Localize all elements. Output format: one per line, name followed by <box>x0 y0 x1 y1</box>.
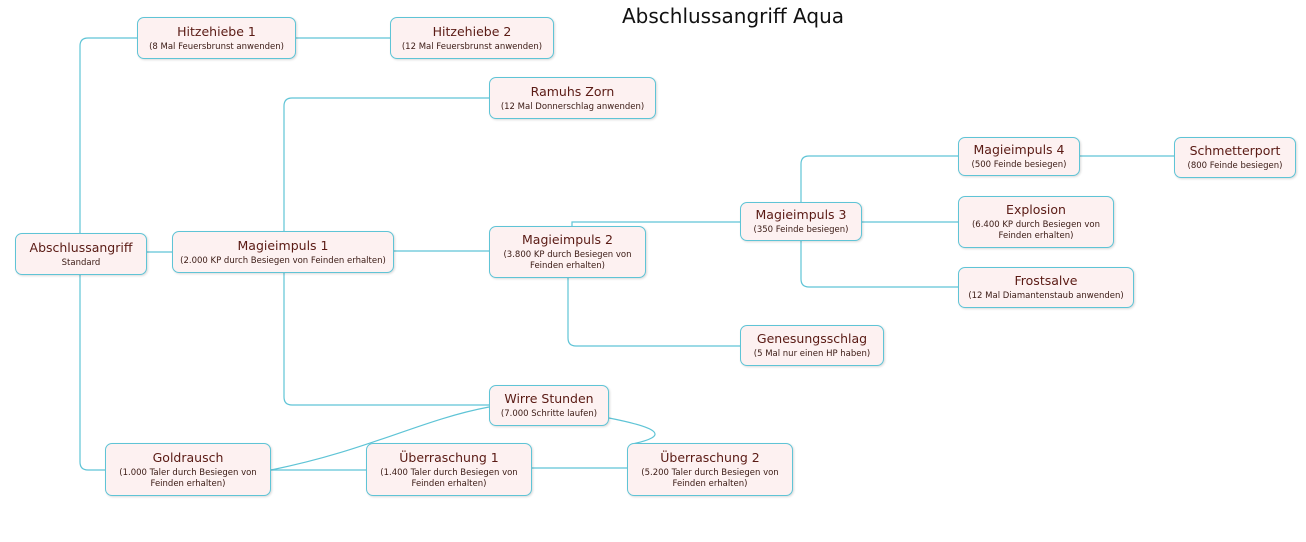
link-wirre-ueber2 <box>608 417 656 445</box>
node-ueberraschung-2[interactable]: Überraschung 2 (5.200 Taler durch Besieg… <box>627 443 793 496</box>
node-explosion[interactable]: Explosion (6.400 KP durch Besiegen von F… <box>958 196 1114 248</box>
node-requirement: (6.400 KP durch Besiegen von Feinden erh… <box>971 220 1101 241</box>
node-requirement: (8 Mal Feuersbrunst anwenden) <box>149 41 284 52</box>
node-title: Hitzehiebe 2 <box>432 23 512 39</box>
node-title: Genesungsschlag <box>756 331 868 346</box>
link-mi3-mi4 <box>800 155 958 202</box>
node-title: Magieimpuls 1 <box>237 237 329 253</box>
node-requirement: (5 Mal nur einen HP haben) <box>753 349 871 359</box>
link-abschluss-hitze1 <box>79 37 137 233</box>
link-mi1-ramuh <box>283 97 489 231</box>
node-requirement: (500 Feinde besiegen) <box>971 160 1067 170</box>
node-ueberraschung-1[interactable]: Überraschung 1 (1.400 Taler durch Besieg… <box>366 443 532 496</box>
node-abschlussangriff[interactable]: Abschlussangriff Standard <box>15 233 147 275</box>
node-hitzehiebe-2[interactable]: Hitzehiebe 2 (12 Mal Feuersbrunst anwend… <box>390 17 554 59</box>
node-title: Explosion <box>1006 202 1066 217</box>
node-requirement: (350 Feinde besiegen) <box>753 225 849 235</box>
node-title: Magieimpuls 2 <box>522 232 613 247</box>
node-requirement: (7.000 Schritte laufen) <box>500 409 598 419</box>
node-requirement: (5.200 Taler durch Besiegen von Feinden … <box>641 467 779 489</box>
node-schmetterport[interactable]: Schmetterport (800 Feinde besiegen) <box>1174 137 1296 178</box>
node-magieimpuls-3[interactable]: Magieimpuls 3 (350 Feinde besiegen) <box>740 202 862 241</box>
node-title: Magieimpuls 3 <box>755 207 847 222</box>
node-title: Hitzehiebe 1 <box>177 23 256 39</box>
node-requirement: (12 Mal Donnerschlag anwenden) <box>500 101 645 112</box>
node-requirement: Standard <box>61 257 101 268</box>
node-magieimpuls-4[interactable]: Magieimpuls 4 (500 Feinde besiegen) <box>958 137 1080 176</box>
node-title: Schmetterport <box>1189 143 1281 158</box>
link-abschluss-gold <box>79 275 105 471</box>
node-requirement: (1.000 Taler durch Besiegen von Feinden … <box>119 467 257 489</box>
node-genesungsschlag[interactable]: Genesungsschlag (5 Mal nur einen HP habe… <box>740 325 884 366</box>
node-requirement: (12 Mal Diamantenstaub anwenden) <box>968 291 1124 301</box>
link-mi1-wirre <box>283 273 489 406</box>
node-title: Überraschung 2 <box>660 449 760 465</box>
node-title: Abschlussangriff <box>29 239 133 255</box>
link-mi2-mi3 <box>571 221 740 226</box>
diagram-title: Abschlussangriff Aqua <box>621 4 845 28</box>
node-ramuhs-zorn[interactable]: Ramuhs Zorn (12 Mal Donnerschlag anwende… <box>489 77 656 119</box>
node-requirement: (800 Feinde besiegen) <box>1187 161 1283 171</box>
node-title: Wirre Stunden <box>504 391 594 406</box>
link-gold-wirre <box>270 406 490 471</box>
node-title: Goldrausch <box>152 449 224 465</box>
link-mi2-genesung <box>567 278 740 347</box>
node-magieimpuls-2[interactable]: Magieimpuls 2 (3.800 KP durch Besiegen v… <box>489 226 646 278</box>
node-goldrausch[interactable]: Goldrausch (1.000 Taler durch Besiegen v… <box>105 443 271 496</box>
node-requirement: (1.400 Taler durch Besiegen von Feinden … <box>380 467 518 489</box>
node-title: Frostsalve <box>1014 273 1078 288</box>
link-mi3-frost <box>800 241 958 288</box>
node-requirement: (3.800 KP durch Besiegen von Feinden erh… <box>503 250 632 271</box>
node-magieimpuls-1[interactable]: Magieimpuls 1 (2.000 KP durch Besiegen v… <box>172 231 394 273</box>
node-frostsalve[interactable]: Frostsalve (12 Mal Diamantenstaub anwend… <box>958 267 1134 308</box>
node-requirement: (2.000 KP durch Besiegen von Feinden erh… <box>180 255 386 266</box>
node-requirement: (12 Mal Feuersbrunst anwenden) <box>401 41 543 52</box>
node-title: Ramuhs Zorn <box>530 83 615 99</box>
node-title: Überraschung 1 <box>399 449 499 465</box>
node-title: Magieimpuls 4 <box>973 142 1065 157</box>
node-wirre-stunden[interactable]: Wirre Stunden (7.000 Schritte laufen) <box>489 385 609 426</box>
node-hitzehiebe-1[interactable]: Hitzehiebe 1 (8 Mal Feuersbrunst anwende… <box>137 17 296 59</box>
